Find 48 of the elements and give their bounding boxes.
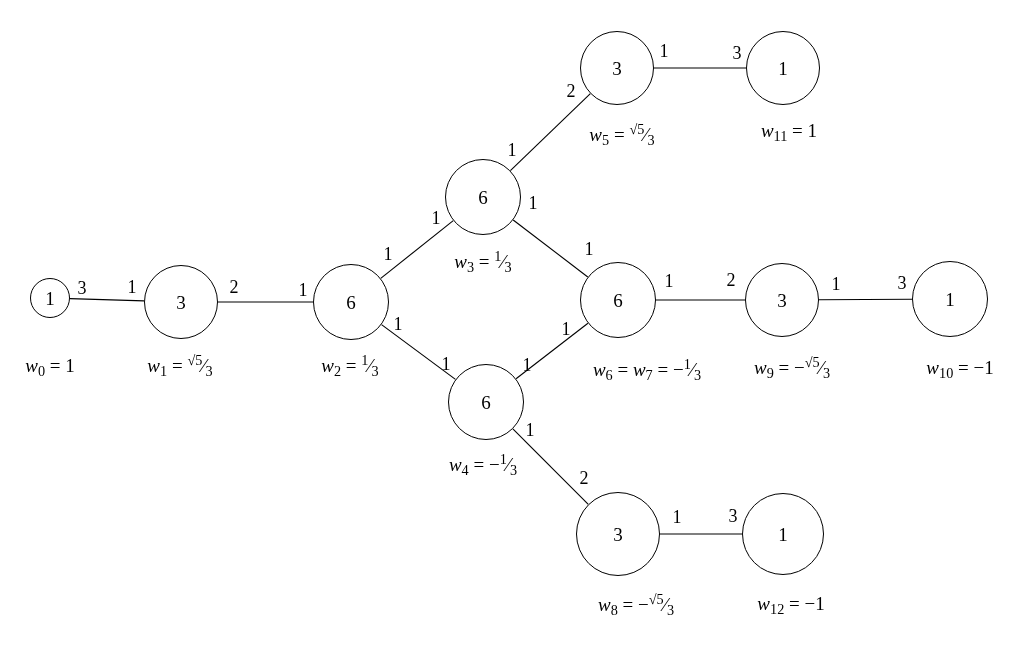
port-number: 3 xyxy=(897,274,907,292)
port-number: 1 xyxy=(561,320,571,338)
port-number: 2 xyxy=(579,469,589,487)
port-number: 1 xyxy=(659,42,669,60)
edge-line xyxy=(655,299,746,301)
weight-label: w$_{12}$ = −1 xyxy=(757,592,825,616)
weight-label: w$_{3}$ = $^{1}$⁄$_{3}$ xyxy=(454,250,512,274)
weight-label: w$_{11}$ = 1 xyxy=(760,119,818,143)
port-number: 1 xyxy=(383,245,393,263)
edge-line xyxy=(381,324,456,380)
port-number: 3 xyxy=(728,507,738,525)
edge-line xyxy=(653,67,747,69)
port-number: 1 xyxy=(507,141,517,159)
port-number: 2 xyxy=(229,278,239,296)
port-number: 1 xyxy=(672,508,682,526)
edge-line xyxy=(512,219,589,278)
weight-label: w$_{6}$ = w$_{7}$ = −$^{1}$⁄$_{3}$ xyxy=(592,358,702,382)
port-number: 1 xyxy=(528,194,538,212)
weight-label: w$_{8}$ = −$^{√5}$⁄$_{3}$ xyxy=(598,593,674,617)
port-number: 2 xyxy=(566,82,576,100)
port-number: 1 xyxy=(441,355,451,373)
port-number: 1 xyxy=(584,240,594,258)
port-number: 1 xyxy=(298,281,308,299)
weight-label: w$_{4}$ = −$^{1}$⁄$_{3}$ xyxy=(448,453,518,477)
port-number: 1 xyxy=(664,272,674,290)
edge-line xyxy=(512,428,589,505)
port-number: 3 xyxy=(77,279,87,297)
port-number: 3 xyxy=(732,44,742,62)
edge-line xyxy=(380,220,454,279)
edge-line xyxy=(515,322,589,380)
weight-label: w$_{10}$ = −1 xyxy=(926,356,994,380)
port-number: 1 xyxy=(431,209,441,227)
port-number: 1 xyxy=(522,356,532,374)
edge-line xyxy=(217,301,314,303)
weight-label: w$_{2}$ = $^{1}$⁄$_{3}$ xyxy=(321,354,379,378)
weight-label: w$_{0}$ = 1 xyxy=(25,354,75,378)
port-number: 1 xyxy=(525,421,535,439)
edge-line xyxy=(69,298,145,302)
port-number: 1 xyxy=(831,275,841,293)
port-number: 2 xyxy=(726,271,736,289)
weight-label: w$_{1}$ = $^{√5}$⁄$_{3}$ xyxy=(147,354,213,378)
edge-line xyxy=(659,533,743,535)
weight-label: w$_{9}$ = −$^{√5}$⁄$_{3}$ xyxy=(754,356,830,380)
edge-line xyxy=(509,93,591,172)
port-number: 1 xyxy=(393,315,403,333)
weight-label: w$_{5}$ = $^{√5}$⁄$_{3}$ xyxy=(589,123,655,147)
edge-line xyxy=(818,298,913,301)
port-number: 1 xyxy=(127,278,137,296)
